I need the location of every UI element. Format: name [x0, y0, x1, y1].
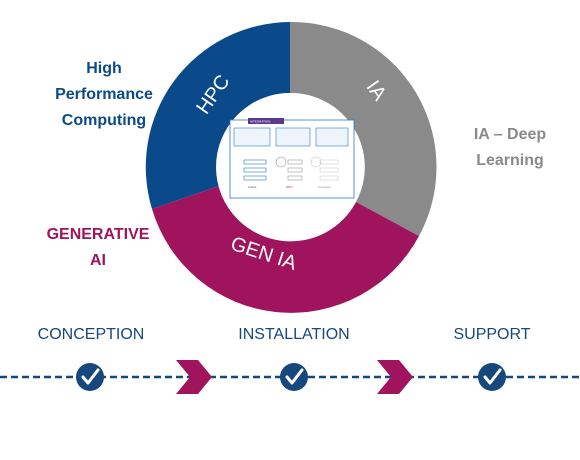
- gen-ai-description-line: GENERATIVE: [46, 226, 150, 243]
- stage-support-label: SUPPORT: [453, 326, 531, 343]
- hpc-description-line: Computing: [61, 112, 147, 129]
- check-circle-icon: [76, 363, 104, 391]
- column-label: Calcul: [248, 185, 257, 189]
- integration-diagram: INTEGRATION Calcul GPU Stockage: [229, 118, 355, 199]
- gen-ai-description-line: AI: [90, 252, 106, 269]
- gen-ai-description: GENERATIVE AI: [28, 222, 168, 274]
- integration-header: INTEGRATION: [250, 120, 270, 124]
- arrow-icon: [377, 360, 413, 394]
- hpc-ring-segment: [145, 22, 290, 209]
- ia-ring-segment: [290, 21, 437, 237]
- ia-description: IA – Deep Learning: [440, 122, 580, 174]
- integration-header-box: [248, 118, 284, 124]
- timeline: [0, 360, 580, 394]
- hpc-description-line: High: [86, 60, 122, 77]
- arrow-icon: [176, 360, 212, 394]
- column-label: Stockage: [318, 185, 331, 189]
- gen-ia-ring-segment: [152, 186, 419, 313]
- check-circle-icon: [280, 363, 308, 391]
- stage-conception-label: CONCEPTION: [37, 326, 145, 343]
- ia-description-line: Learning: [476, 152, 544, 169]
- hpc-description: High Performance Computing: [28, 56, 180, 134]
- ia-description-line: IA – Deep: [473, 126, 547, 143]
- hpc-description-line: Performance: [55, 86, 153, 103]
- check-circle-icon: [478, 363, 506, 391]
- column-label: GPU: [286, 185, 293, 189]
- stage-installation-label: INSTALLATION: [238, 326, 350, 343]
